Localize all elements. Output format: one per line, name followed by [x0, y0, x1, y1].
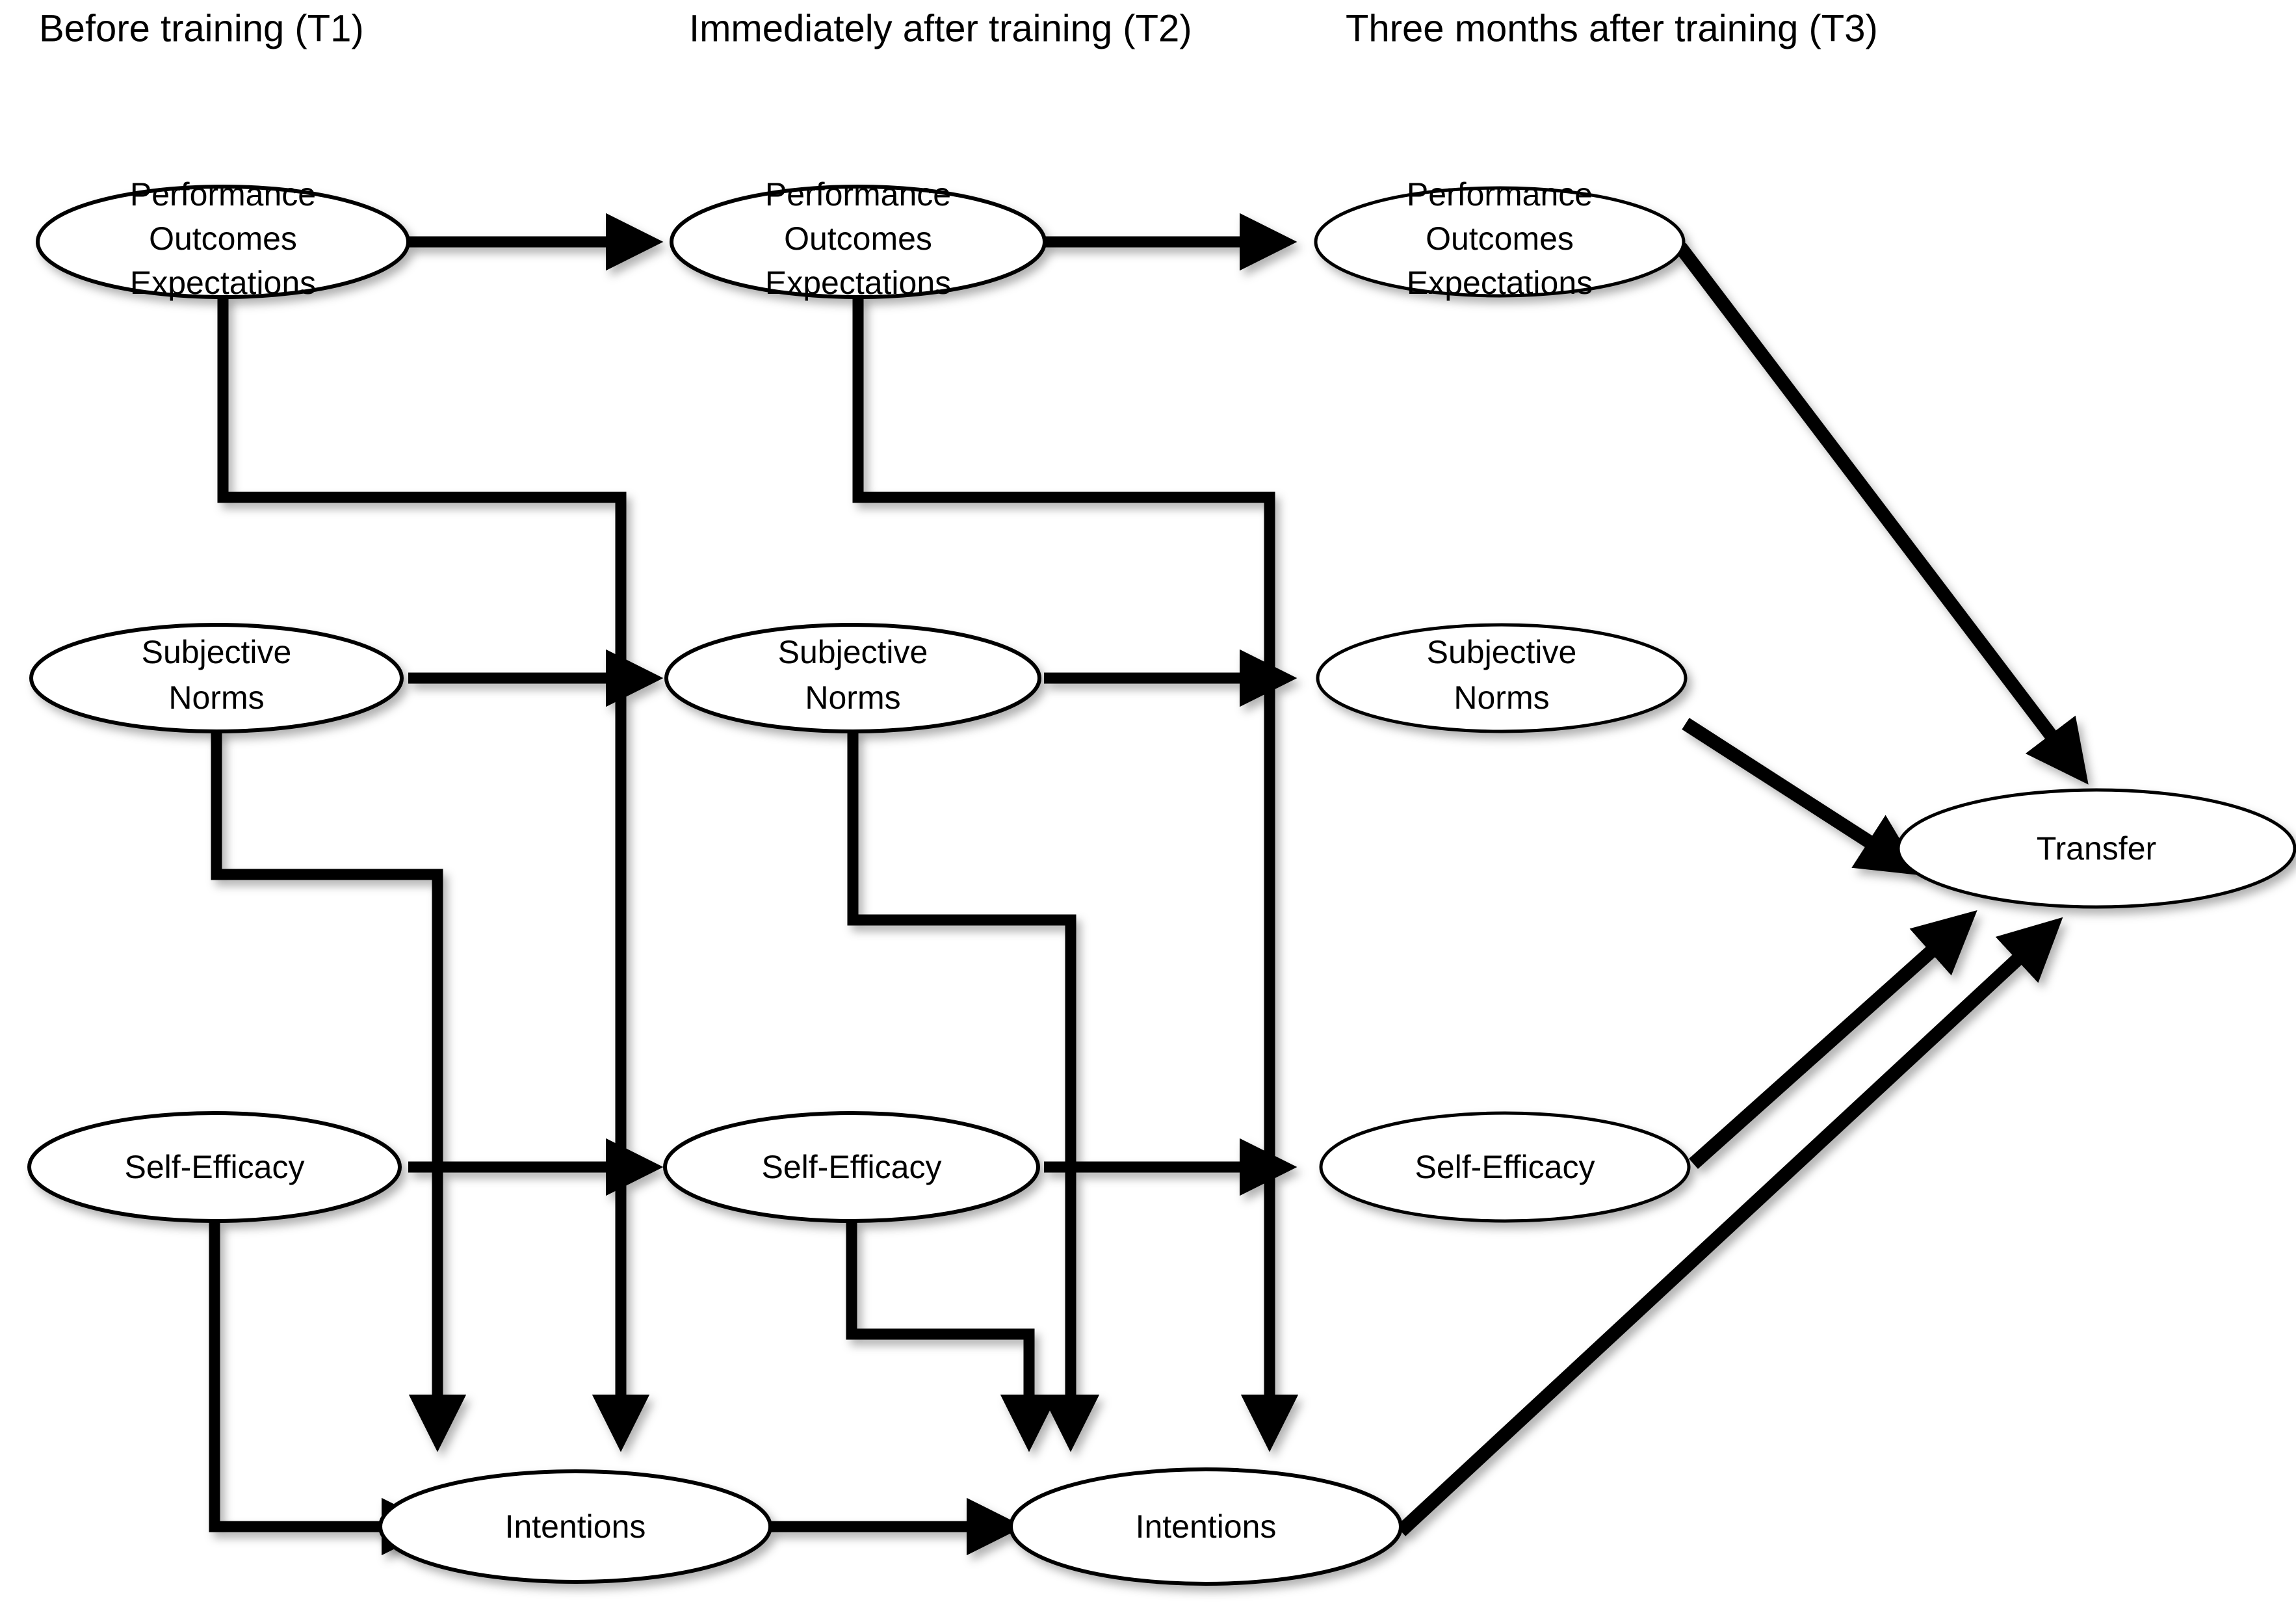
edge-t3sn-to-transfer	[1682, 718, 1922, 876]
timeline-label-t1: Before training (T1)	[39, 7, 364, 49]
node-label-line2: Outcomes	[1426, 220, 1574, 257]
node-t2-performance-outcomes-expectations[interactable]: Performance Outcomes Expectations	[670, 176, 1047, 301]
edge-t2int-to-transfer	[1396, 917, 2063, 1536]
node-t3-performance-outcomes-expectations[interactable]: Performance Outcomes Expectations	[1314, 176, 1686, 301]
node-label-line1: Self-Efficacy	[1415, 1149, 1595, 1185]
node-label-line1: Performance	[1407, 176, 1593, 213]
node-label-line3: Expectations	[130, 265, 316, 301]
node-transfer[interactable]: Transfer	[1896, 788, 2296, 909]
node-label-line1: Performance	[765, 176, 951, 213]
node-t2-intentions[interactable]: Intentions	[1009, 1467, 1403, 1586]
node-label-line1: Self-Efficacy	[125, 1149, 305, 1185]
timeline-label-t3: Three months after training (T3)	[1346, 7, 1878, 49]
edge-layer	[209, 213, 2089, 1556]
node-t3-self-efficacy[interactable]: Self-Efficacy	[1319, 1111, 1691, 1223]
edge-t3se-to-transfer	[1689, 910, 1977, 1169]
node-t1-self-efficacy[interactable]: Self-Efficacy	[27, 1111, 402, 1223]
timeline-header: Before training (T1) Immediately after t…	[39, 7, 2245, 118]
node-label-line3: Expectations	[1407, 265, 1593, 301]
edge-t3poe-to-transfer	[1675, 243, 2089, 785]
node-t3-subjective-norms[interactable]: Subjective Norms	[1316, 623, 1688, 733]
node-label-line1: Subjective	[778, 634, 928, 670]
node-label-line1: Transfer	[2037, 830, 2156, 867]
edge-t2poe-to-t2int	[852, 296, 1299, 1452]
node-t1-subjective-norms[interactable]: Subjective Norms	[29, 623, 404, 733]
node-label-line1: Intentions	[1136, 1508, 1277, 1545]
node-label-line2: Norms	[1454, 679, 1549, 716]
node-label-line1: Subjective	[142, 634, 292, 670]
node-label-line2: Outcomes	[149, 220, 297, 257]
node-t2-self-efficacy[interactable]: Self-Efficacy	[663, 1111, 1040, 1223]
edge-t2se-to-t2int	[846, 1221, 1058, 1452]
node-t1-performance-outcomes-expectations[interactable]: Performance Outcomes Expectations	[36, 176, 410, 301]
node-label-line2: Norms	[805, 679, 900, 716]
timeline-label-t2: Immediately after training (T2)	[689, 7, 1192, 49]
edge-t1sn-to-t1int	[211, 729, 467, 1452]
node-label-line2: Outcomes	[784, 220, 932, 257]
node-label-line1: Self-Efficacy	[762, 1149, 942, 1185]
node-label-line3: Expectations	[765, 265, 951, 301]
node-label-line1: Performance	[130, 176, 316, 213]
node-label-line1: Intentions	[505, 1508, 646, 1545]
node-layer: Performance Outcomes Expectations Subjec…	[27, 176, 2296, 1586]
node-label-line1: Subjective	[1427, 634, 1577, 670]
edge-t1poe-to-t1int	[217, 296, 650, 1452]
node-t1-intentions[interactable]: Intentions	[378, 1469, 772, 1584]
edge-t2sn-to-t2int	[847, 729, 1100, 1452]
edge-t1se-to-t1int	[209, 1221, 439, 1556]
node-label-line2: Norms	[168, 679, 264, 716]
node-t2-subjective-norms[interactable]: Subjective Norms	[664, 623, 1041, 733]
